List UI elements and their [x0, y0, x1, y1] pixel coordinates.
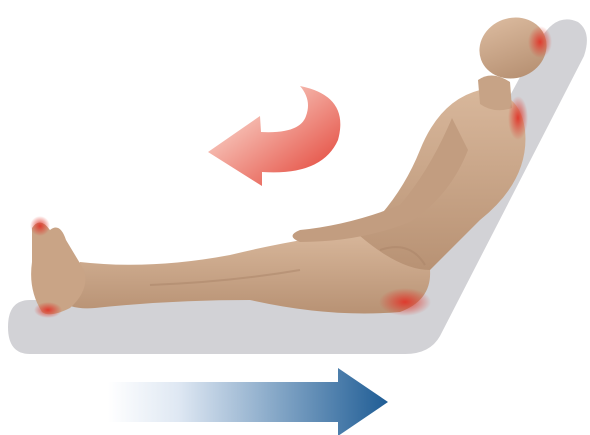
pressure-point-head — [528, 26, 552, 58]
curved-arrow-left-icon — [208, 86, 340, 186]
pressure-point-heel — [34, 302, 62, 318]
pressure-point-back — [508, 96, 528, 140]
pressure-point-sacrum — [379, 288, 431, 316]
arrow-right-icon — [108, 368, 388, 435]
pressure-point-toes — [30, 216, 50, 236]
figure-neck — [478, 75, 512, 110]
